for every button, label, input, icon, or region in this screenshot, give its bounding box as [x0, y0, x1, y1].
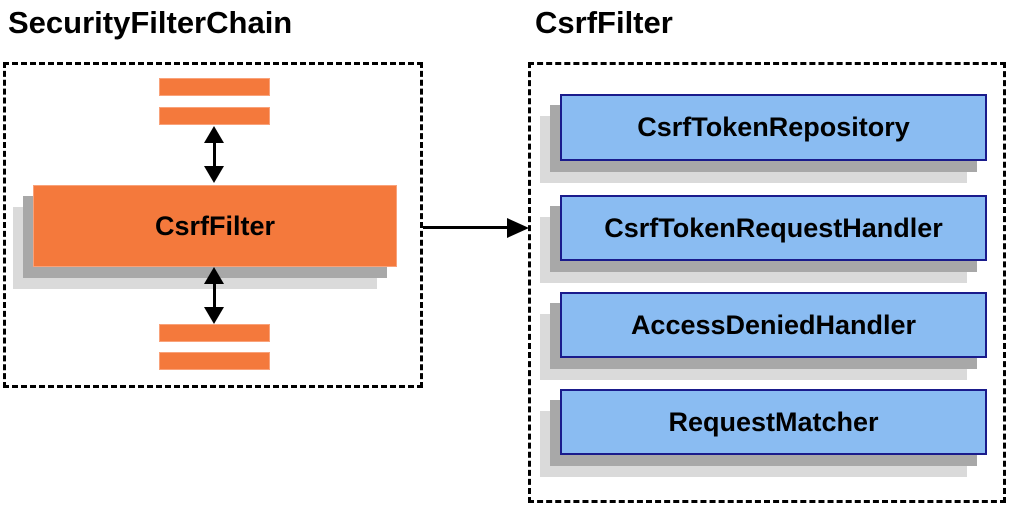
- arrow-line: [213, 140, 216, 168]
- security-filter-chain-container: [3, 62, 423, 388]
- component-csrf-token-repository: CsrfTokenRepository: [560, 94, 987, 161]
- arrow-up-icon: [204, 126, 224, 143]
- arrow-right-icon: [507, 218, 529, 238]
- csrf-filter-container: [528, 62, 1006, 503]
- csrf-filter-node: CsrfFilter: [33, 185, 397, 267]
- arrow-down-icon: [204, 307, 224, 324]
- arrow-up-icon: [204, 267, 224, 284]
- security-filter-chain-title: SecurityFilterChain: [8, 5, 293, 40]
- filter-chain-bar: [159, 352, 270, 370]
- filter-chain-bar: [159, 107, 270, 125]
- component-label: AccessDeniedHandler: [630, 309, 917, 340]
- arrow-line: [213, 281, 216, 309]
- filter-chain-bar: [159, 78, 270, 96]
- component-access-denied-handler: AccessDeniedHandler: [560, 292, 987, 358]
- filter-chain-bar: [159, 324, 270, 342]
- component-request-matcher: RequestMatcher: [560, 389, 987, 455]
- component-label: RequestMatcher: [668, 406, 879, 437]
- component-csrf-token-request-handler: CsrfTokenRequestHandler: [560, 195, 987, 261]
- arrow-down-icon: [204, 166, 224, 183]
- csrf-filter-title: CsrfFilter: [535, 5, 673, 40]
- arrow-line: [423, 226, 509, 229]
- component-label: CsrfTokenRequestHandler: [604, 212, 943, 243]
- csrf-filter-node-label: CsrfFilter: [154, 210, 276, 241]
- component-label: CsrfTokenRepository: [637, 112, 910, 142]
